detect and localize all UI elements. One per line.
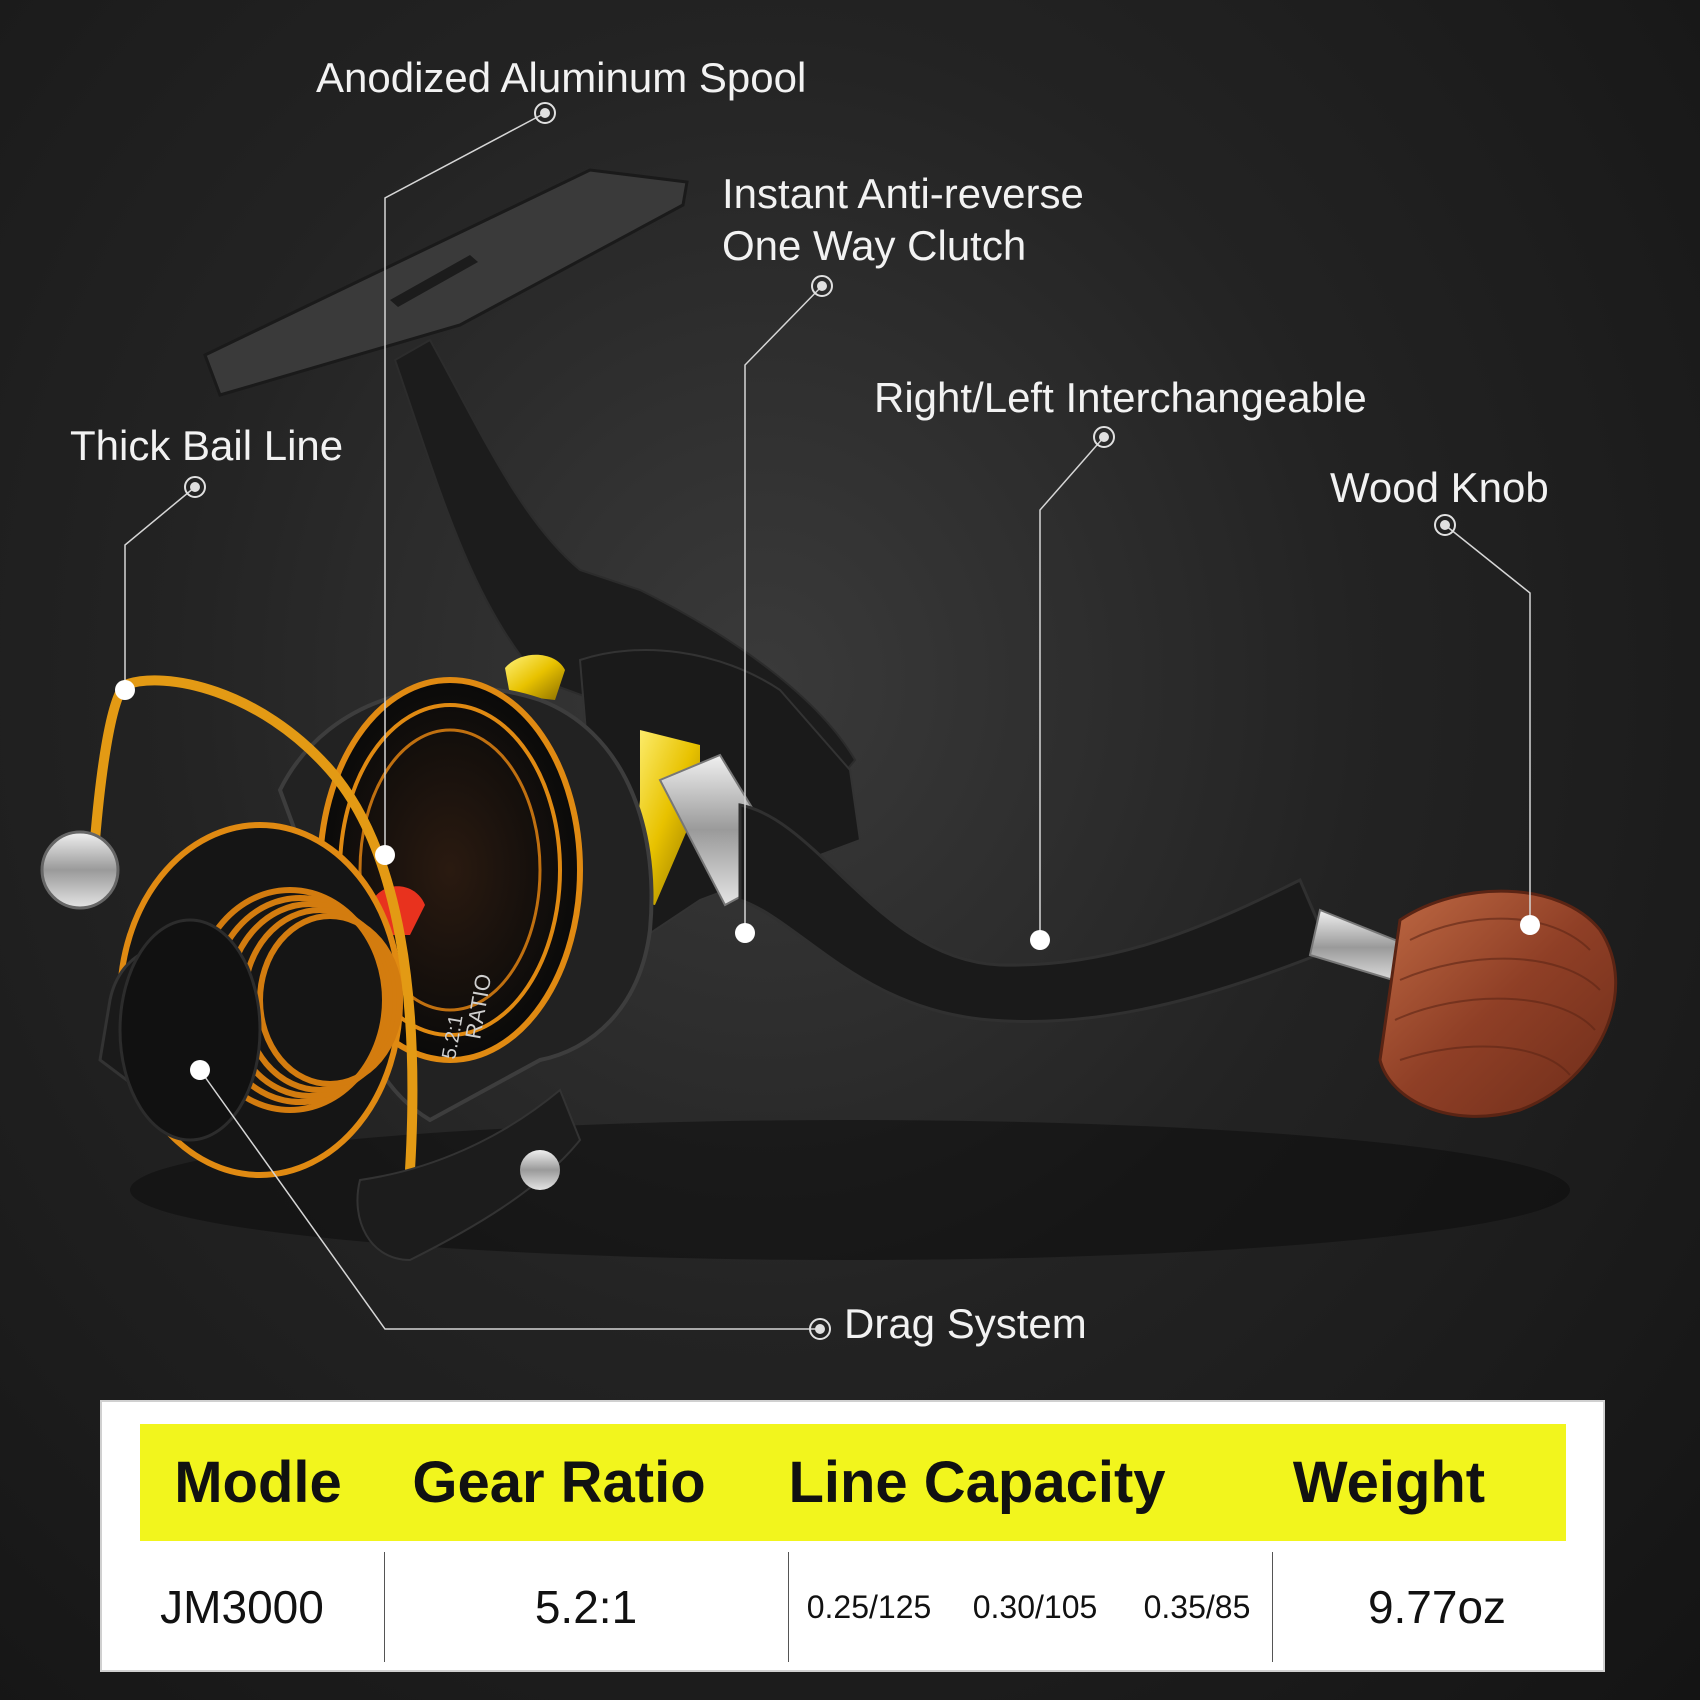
callout-clutch-line1: Instant Anti-reverse [722, 170, 1084, 217]
leader-drag [199, 1069, 820, 1330]
value-model: JM3000 [160, 1581, 324, 1633]
dot-clutch [735, 923, 755, 943]
spec-divider [788, 1552, 789, 1662]
spec-divider [1272, 1552, 1273, 1662]
target-knob [1434, 514, 1456, 536]
target-drag [809, 1318, 831, 1340]
leader-knob [1444, 524, 1531, 925]
target-bail [184, 476, 206, 498]
spec-table: Modle Gear Ratio Line Capacity Weight JM… [100, 1400, 1605, 1672]
callout-interchangeable: Right/Left Interchangeable [874, 374, 1367, 421]
dot-spool [375, 845, 395, 865]
spec-header-row: Modle Gear Ratio Line Capacity Weight [140, 1424, 1566, 1541]
target-interchangeable [1093, 426, 1115, 448]
target-spool [534, 102, 556, 124]
callout-bail: Thick Bail Line [70, 422, 344, 469]
value-gear-ratio: 5.2:1 [534, 1581, 638, 1633]
header-gear-ratio: Gear Ratio [412, 1450, 706, 1515]
reel-foot-groove [390, 255, 478, 307]
callout-knob: Wood Knob [1330, 464, 1549, 511]
wood-grain [1394, 917, 1601, 1076]
line-roller [40, 830, 120, 910]
dot-drag [190, 1060, 210, 1080]
reel-foot [203, 168, 689, 397]
header-model: Modle [174, 1450, 342, 1515]
callout-drag: Drag System [844, 1300, 1087, 1347]
dot-knob [1520, 915, 1540, 935]
drag-face [118, 918, 262, 1142]
spool-ring-2 [358, 728, 542, 1012]
callout-spool: Anodized Aluminum Spool [316, 54, 807, 101]
bail-arm [356, 1088, 582, 1262]
callout-clutch-line2: One Way Clutch [722, 222, 1027, 269]
leader-interchangeable [1039, 436, 1105, 940]
leader-spool [384, 112, 546, 855]
leader-lines [124, 112, 1531, 1330]
dot-interchangeable [1030, 930, 1050, 950]
value-line-capacity-3: 0.35/85 [1143, 1589, 1251, 1625]
rear-gold-knob [505, 654, 565, 700]
wood-knob [1378, 889, 1618, 1118]
leader-bail [124, 486, 196, 690]
header-line-capacity: Line Capacity [788, 1450, 1166, 1515]
leader-clutch [744, 285, 823, 933]
bail-screw [520, 1150, 560, 1190]
spec-divider [384, 1552, 385, 1662]
value-line-capacity-2: 0.30/105 [972, 1589, 1098, 1625]
bail-wire [90, 675, 418, 1171]
target-clutch [811, 275, 833, 297]
value-line-capacity-1: 0.25/125 [806, 1589, 932, 1625]
header-weight: Weight [1292, 1450, 1486, 1515]
callout-dots [115, 680, 1540, 1080]
value-weight: 9.77oz [1367, 1581, 1507, 1633]
callout-targets [184, 102, 1456, 1340]
dot-bail [115, 680, 135, 700]
